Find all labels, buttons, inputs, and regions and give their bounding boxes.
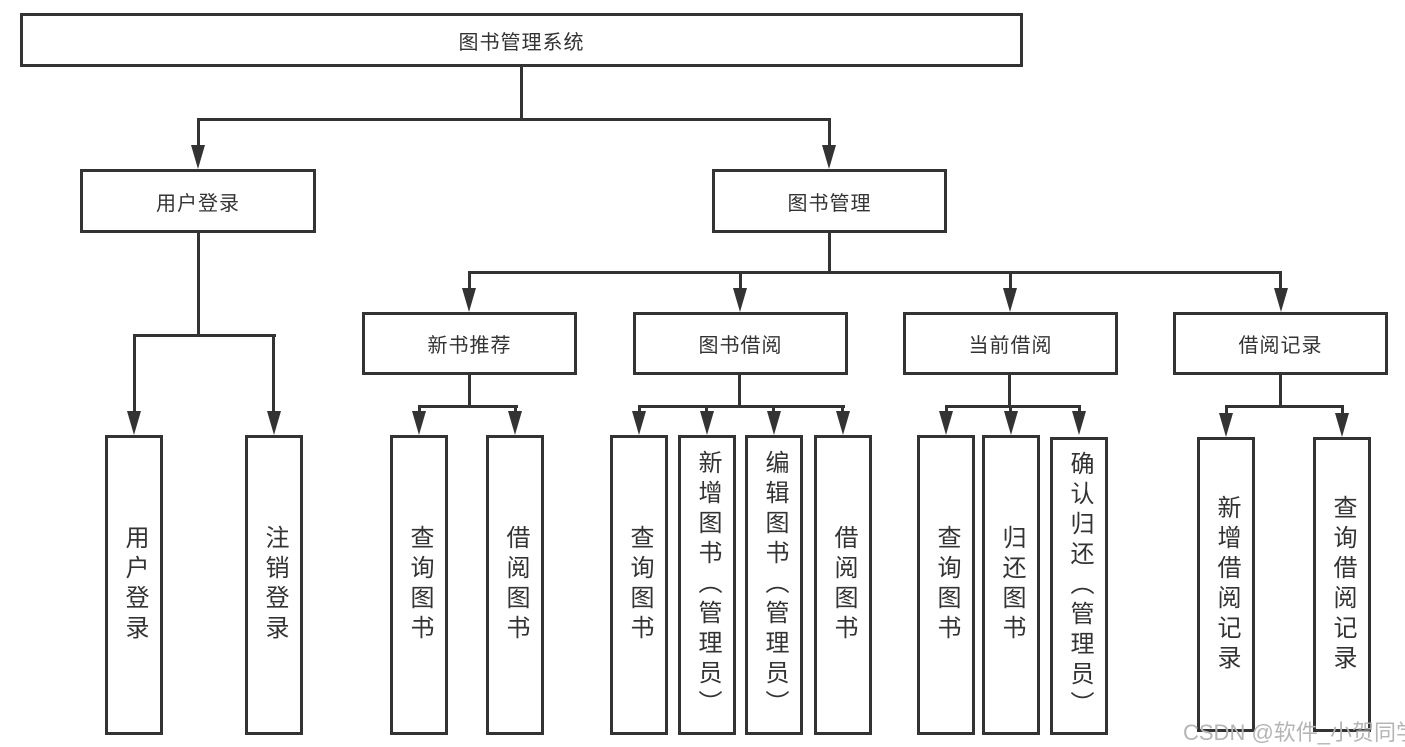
- connector-line: [197, 118, 831, 121]
- leaf-label: 查询借阅记录: [1329, 494, 1356, 675]
- connector-line: [739, 271, 742, 289]
- connector-line: [1225, 405, 1344, 408]
- leaf-user-login: 用户登录: [105, 435, 163, 735]
- leaf-add-borrow-record: 新增借阅记录: [1197, 437, 1255, 732]
- connector-line: [841, 405, 844, 414]
- arrow-down-icon: [632, 411, 646, 435]
- connector-line: [1009, 271, 1012, 289]
- node-label: 新书推荐: [427, 335, 512, 357]
- arrow-down-icon: [1072, 411, 1086, 435]
- node-book-management: 图书管理: [712, 169, 947, 233]
- leaf-logout: 注销登录: [245, 435, 303, 735]
- node-book-borrowing: 图书借阅: [633, 312, 848, 375]
- leaf-label: 归还图书: [998, 525, 1025, 645]
- connector-line: [945, 405, 1081, 408]
- connector-line: [468, 271, 471, 289]
- node-label: 借阅记录: [1238, 335, 1323, 357]
- connector-line: [1078, 405, 1081, 414]
- arrow-down-icon: [1004, 411, 1018, 435]
- node-user-login: 用户登录: [80, 169, 316, 233]
- leaf-label: 注销登录: [261, 525, 288, 645]
- arrow-down-icon: [1219, 413, 1233, 437]
- arrow-down-icon: [822, 145, 836, 169]
- leaf-borrow-books: 借阅图书: [814, 435, 872, 735]
- connector-line: [468, 271, 1282, 274]
- arrow-down-icon: [836, 411, 850, 435]
- connector-line: [1279, 271, 1282, 289]
- connector-line: [272, 334, 275, 412]
- node-new-book-recommend: 新书推荐: [362, 312, 577, 375]
- arrow-down-icon: [1003, 288, 1017, 312]
- node-label: 图书借阅: [698, 335, 783, 357]
- leaf-label: 查询图书: [933, 525, 960, 645]
- arrow-down-icon: [733, 288, 747, 312]
- arrow-down-icon: [191, 145, 205, 169]
- connector-line: [514, 405, 517, 414]
- connector-line: [772, 405, 775, 414]
- leaf-label: 新增借阅记录: [1213, 494, 1240, 675]
- node-label: 图书管理: [787, 192, 872, 215]
- connector-line: [705, 405, 708, 414]
- arrow-down-icon: [1335, 413, 1349, 437]
- leaf-label: 查询图书: [626, 525, 653, 645]
- leaf-borrow-books-recommend: 借阅图书: [486, 435, 544, 735]
- leaf-label: 编辑图书（管理员）: [761, 450, 788, 720]
- node-root: 图书管理系统: [20, 13, 1023, 67]
- leaf-label: 借阅图书: [502, 525, 529, 645]
- leaf-query-books-current: 查询图书: [917, 435, 975, 735]
- connector-line: [828, 118, 831, 146]
- arrow-down-icon: [412, 411, 426, 435]
- node-label: 当前借阅: [968, 335, 1053, 357]
- connector-line: [738, 375, 741, 407]
- connector-line: [638, 405, 641, 414]
- connector-line: [468, 375, 471, 407]
- connector-line: [418, 405, 518, 408]
- leaf-confirm-return-admin: 确认归还（管理员）: [1050, 437, 1108, 735]
- arrow-down-icon: [462, 288, 476, 312]
- connector-line: [1009, 405, 1012, 414]
- arrow-down-icon: [508, 411, 522, 435]
- connector-line: [1341, 405, 1344, 415]
- arrow-down-icon: [127, 411, 141, 435]
- connector-line: [133, 334, 136, 412]
- leaf-label: 确认归还（管理员）: [1066, 451, 1093, 721]
- connector-line: [418, 405, 421, 414]
- connector-line: [828, 233, 831, 274]
- node-current-borrowing: 当前借阅: [903, 312, 1118, 375]
- arrow-down-icon: [1274, 288, 1288, 312]
- connector-line: [1008, 375, 1011, 407]
- leaf-query-books-recommend: 查询图书: [390, 435, 448, 735]
- connector-line: [638, 405, 845, 408]
- leaf-query-books-borrowing: 查询图书: [610, 435, 668, 735]
- connector-line: [520, 67, 523, 119]
- leaf-edit-book-admin: 编辑图书（管理员）: [745, 435, 803, 735]
- leaf-add-book-admin: 新增图书（管理员）: [678, 435, 736, 735]
- leaf-label: 新增图书（管理员）: [694, 450, 721, 720]
- connector-line: [945, 405, 948, 414]
- connector-line: [133, 334, 276, 337]
- leaf-label: 借阅图书: [830, 525, 857, 645]
- arrow-down-icon: [700, 411, 714, 435]
- connector-line: [1225, 405, 1228, 415]
- leaf-label: 用户登录: [121, 525, 148, 645]
- node-borrowing-records: 借阅记录: [1173, 312, 1388, 375]
- node-label: 用户登录: [156, 192, 240, 215]
- node-label: 图书管理系统: [458, 31, 585, 54]
- connector-line: [197, 118, 200, 146]
- arrow-down-icon: [939, 411, 953, 435]
- leaf-label: 查询图书: [406, 525, 433, 645]
- connector-line: [197, 233, 200, 336]
- leaf-return-books: 归还图书: [982, 435, 1040, 735]
- arrow-down-icon: [267, 411, 281, 435]
- arrow-down-icon: [767, 411, 781, 435]
- leaf-query-borrow-record: 查询借阅记录: [1313, 437, 1371, 732]
- watermark-text: CSDN @软件_小贺同学: [1183, 720, 1405, 745]
- connector-line: [1279, 375, 1282, 407]
